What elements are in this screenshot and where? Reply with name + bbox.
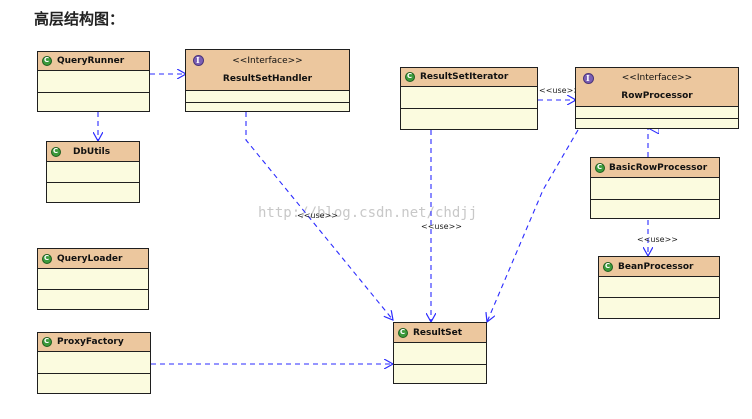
edge-resultsethandler-resultset xyxy=(245,112,393,320)
edge-label-iterator-resultset: <<use>> xyxy=(421,222,462,231)
watermark-text: http://blog.csdn.net/chdjj xyxy=(258,205,478,221)
class-name: ResultSetIterator xyxy=(420,72,509,82)
class-icon xyxy=(42,56,52,66)
class-icon xyxy=(42,254,52,264)
edge-label-basic-bean: <<use>> xyxy=(637,235,678,244)
interface-icon xyxy=(583,73,594,84)
page-title: 高层结构图： xyxy=(34,10,125,28)
class-name: QueryLoader xyxy=(57,254,123,264)
class-resultsetiterator[interactable]: ResultSetIterator xyxy=(400,67,538,130)
class-queryloader[interactable]: QueryLoader xyxy=(37,248,149,310)
interface-rowprocessor[interactable]: <<Interface>> RowProcessor xyxy=(575,67,739,129)
edge-label-handler-resultset: <<use>> xyxy=(297,211,338,220)
interface-resultsethandler[interactable]: <<Interface>> ResultSetHandler xyxy=(185,49,350,112)
class-beanprocessor[interactable]: BeanProcessor xyxy=(598,256,720,319)
class-icon xyxy=(51,147,61,157)
class-name: QueryRunner xyxy=(57,56,125,66)
class-resultset[interactable]: ResultSet xyxy=(393,322,487,384)
class-proxyfactory[interactable]: ProxyFactory xyxy=(37,332,151,394)
edge-label-iterator-rowprocessor: <<use>> xyxy=(539,86,580,95)
class-icon xyxy=(405,72,415,82)
class-dbutils[interactable]: DbUtils xyxy=(46,141,140,203)
class-name: ProxyFactory xyxy=(57,337,124,347)
stereotype-label: <<Interface>> xyxy=(621,73,693,83)
class-icon xyxy=(603,262,613,272)
class-icon xyxy=(42,337,52,347)
stereotype-label: <<Interface>> xyxy=(232,56,303,66)
class-queryrunner[interactable]: QueryRunner xyxy=(37,51,150,112)
interface-icon xyxy=(193,55,204,66)
class-name: RowProcessor xyxy=(621,91,693,101)
class-name: ResultSetHandler xyxy=(222,74,313,84)
class-name: DbUtils xyxy=(73,147,111,157)
class-icon xyxy=(595,163,605,173)
edge-rowprocessor-resultset xyxy=(487,129,579,322)
class-name: BeanProcessor xyxy=(618,262,694,272)
class-name: ResultSet xyxy=(413,328,463,338)
class-name: BasicRowProcessor xyxy=(609,163,708,173)
class-basicrowprocessor[interactable]: BasicRowProcessor xyxy=(590,157,720,219)
class-icon xyxy=(398,328,408,338)
